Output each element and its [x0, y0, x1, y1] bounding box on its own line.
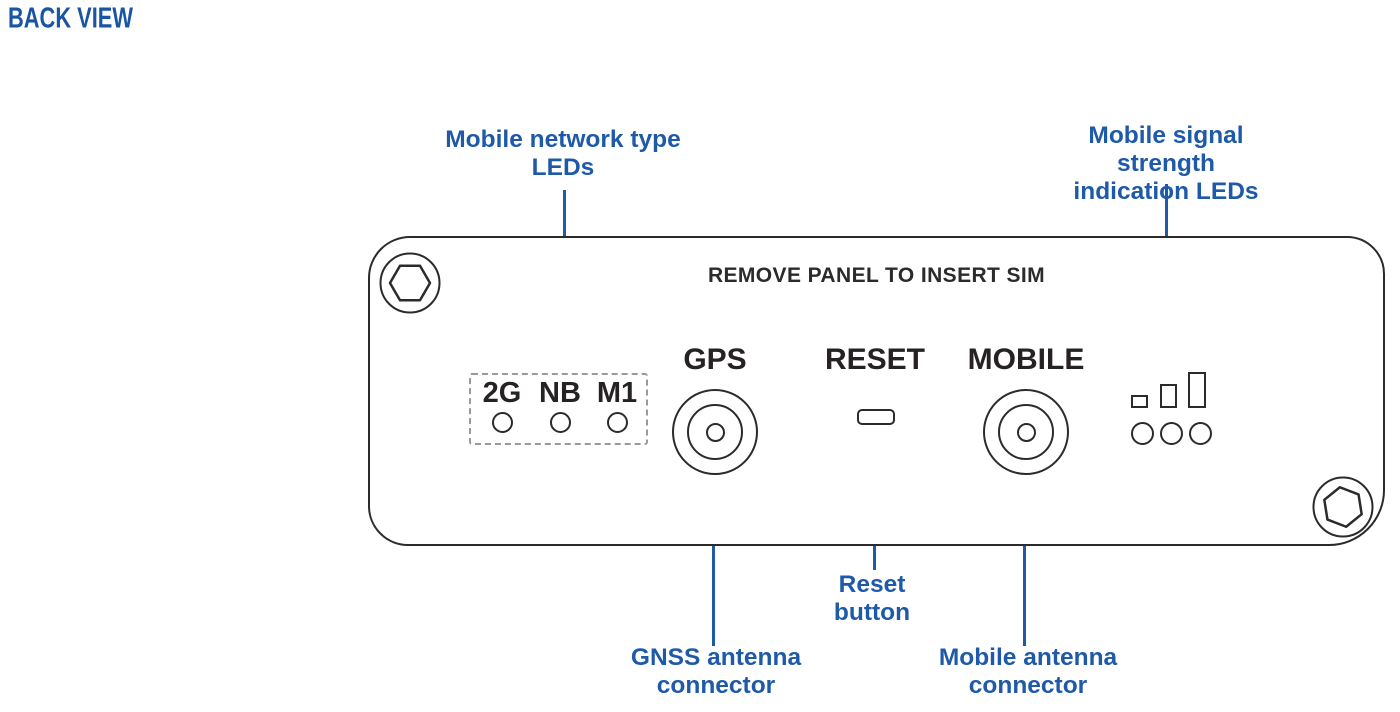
callout-reset-button: Reset button — [833, 571, 911, 626]
signal-bar-medium-icon — [1160, 384, 1177, 408]
reset-button — [857, 409, 895, 425]
device-panel: REMOVE PANEL TO INSERT SIM GPS RESET MOB… — [368, 236, 1385, 546]
leader-line-mobile-antenna — [1023, 473, 1026, 646]
connector-ring — [998, 404, 1054, 460]
led-unit-2g: 2G — [467, 375, 537, 438]
callout-gnss-antenna: GNSS antenna connector — [630, 644, 802, 699]
screw-icon — [379, 252, 441, 314]
connector-pin — [1016, 422, 1036, 442]
leader-line-gnss-antenna — [712, 473, 715, 646]
signal-bar-large-icon — [1188, 372, 1206, 408]
gnss-antenna-connector — [672, 389, 758, 475]
led-indicator-icon — [606, 412, 628, 433]
page-title: BACK VIEW — [8, 2, 133, 34]
reset-button-label: RESET — [824, 343, 926, 376]
mobile-antenna-connector — [983, 389, 1069, 475]
signal-led-icon — [1131, 422, 1154, 445]
led-label-nb: NB — [539, 377, 581, 409]
led-unit-nb: NB — [525, 375, 595, 438]
callout-network-type-leds: Mobile network type LEDs — [445, 126, 681, 181]
sim-note: REMOVE PANEL TO INSERT SIM — [707, 264, 1046, 287]
connector-ring — [687, 404, 743, 460]
callout-mobile-antenna: Mobile antenna connector — [938, 644, 1118, 699]
screw-icon — [1312, 476, 1374, 538]
gps-connector-label: GPS — [683, 343, 747, 376]
connector-pin — [705, 422, 725, 442]
led-indicator-icon — [549, 412, 571, 433]
signal-led-icon — [1160, 422, 1183, 445]
signal-led-icon — [1189, 422, 1212, 445]
led-label-m1: M1 — [596, 377, 638, 409]
led-indicator-icon — [491, 412, 513, 433]
led-label-2g: 2G — [482, 377, 522, 409]
network-type-led-box: 2G NB M1 — [469, 373, 648, 445]
mobile-connector-label: MOBILE — [967, 343, 1085, 376]
signal-bar-small-icon — [1131, 395, 1148, 408]
led-unit-m1: M1 — [582, 375, 652, 438]
callout-signal-strength-leds: Mobile signal strength indication LEDs — [1073, 122, 1259, 205]
